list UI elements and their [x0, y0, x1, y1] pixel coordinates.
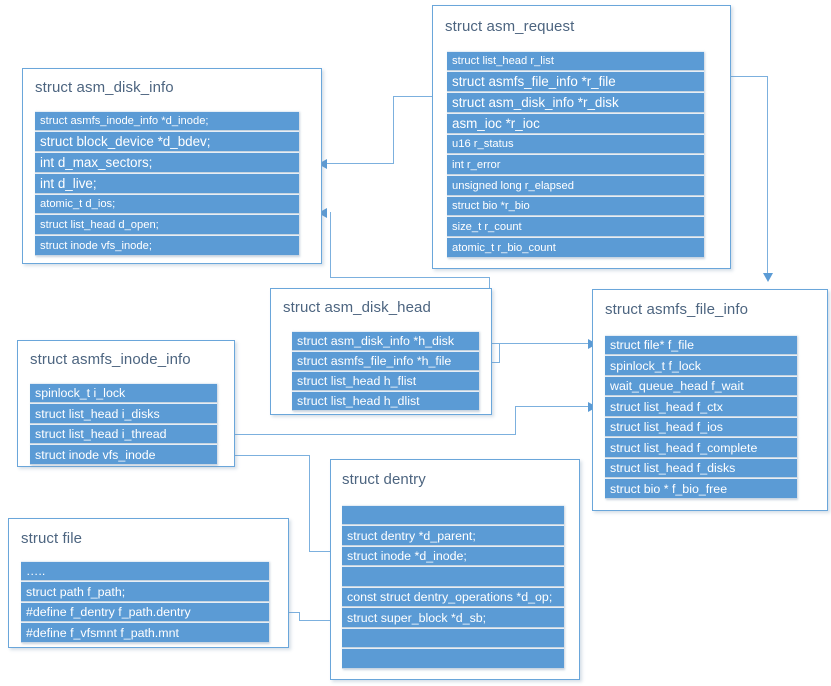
field-row[interactable]: struct asmfs_file_info *h_file: [292, 351, 479, 371]
field-row[interactable]: asm_ioc *r_ioc: [447, 113, 704, 134]
field-row[interactable]: struct asm_disk_info *h_disk: [292, 331, 479, 351]
field-list-asmfs-inode-info: spinlock_t i_lock struct list_head i_dis…: [30, 383, 217, 465]
connector-i-thread-v: [515, 406, 516, 435]
field-row[interactable]: [342, 505, 564, 525]
connector-r-disk-h1: [393, 96, 448, 97]
field-row[interactable]: struct block_device *d_bdev;: [35, 131, 299, 152]
field-row[interactable]: struct list_head r_list: [447, 51, 704, 71]
field-row[interactable]: struct list_head f_disks: [605, 458, 797, 478]
connector-r-disk-h2: [327, 163, 394, 164]
struct-box-asmfs-file-info[interactable]: struct asmfs_file_info struct file* f_fi…: [592, 289, 828, 511]
arrow-into-asm-disk-info-upper: [318, 159, 327, 169]
field-row[interactable]: struct list_head f_complete: [605, 437, 797, 458]
field-row[interactable]: spinlock_t f_lock: [605, 355, 797, 376]
field-row[interactable]: struct list_head f_ios: [605, 417, 797, 437]
field-row[interactable]: u16 r_status: [447, 134, 704, 154]
connector-vfs-inode-v: [309, 455, 310, 551]
field-row[interactable]: struct bio * f_bio_free: [605, 478, 797, 499]
struct-box-asm-disk-head[interactable]: struct asm_disk_head struct asm_disk_inf…: [270, 288, 492, 415]
struct-box-file[interactable]: struct file ….. struct path f_path; #def…: [8, 518, 289, 648]
connector-i-thread-h2: [515, 406, 588, 407]
field-row[interactable]: #define f_dentry f_path.dentry: [21, 602, 269, 622]
field-row[interactable]: wait_queue_head f_wait: [605, 376, 797, 396]
connector-h-disk-to-file-info-h: [490, 343, 588, 344]
field-row[interactable]: struct dentry *d_parent;: [342, 525, 564, 546]
field-row[interactable]: struct path f_path;: [21, 581, 269, 602]
struct-title-dentry: struct dentry: [342, 471, 426, 488]
field-row[interactable]: struct super_block *d_sb;: [342, 607, 564, 628]
connector-r-file-to-asmfs-file-info-v: [767, 76, 768, 273]
field-row[interactable]: size_t r_count: [447, 216, 704, 237]
struct-box-dentry[interactable]: struct dentry struct dentry *d_parent; s…: [330, 459, 580, 680]
field-row[interactable]: struct file* f_file: [605, 335, 797, 355]
field-list-asm-disk-info: struct asmfs_inode_info *d_inode; struct…: [35, 111, 299, 256]
field-list-asm-request: struct list_head r_list struct asmfs_fil…: [447, 51, 704, 258]
field-row[interactable]: spinlock_t i_lock: [30, 383, 217, 403]
connector-h-disk-h2: [330, 277, 490, 278]
connector-i-thread-h1: [205, 434, 516, 435]
connector-vfs-inode-h1: [205, 455, 310, 456]
field-row[interactable]: struct inode vfs_inode: [30, 444, 217, 465]
field-row[interactable]: int d_live;: [35, 173, 299, 194]
struct-title-file: struct file: [21, 530, 83, 547]
field-list-file: ….. struct path f_path; #define f_dentry…: [21, 561, 269, 643]
field-row[interactable]: atomic_t d_ios;: [35, 194, 299, 214]
connector-h-file-v: [499, 343, 500, 363]
field-row[interactable]: int d_max_sectors;: [35, 152, 299, 173]
field-list-asmfs-file-info: struct file* f_file spinlock_t f_lock wa…: [605, 335, 797, 499]
field-row[interactable]: struct asmfs_file_info *r_file: [447, 71, 704, 92]
field-row[interactable]: struct list_head h_flist: [292, 371, 479, 391]
connector-r-disk-v: [393, 96, 394, 164]
struct-title-asm-request: struct asm_request: [445, 18, 575, 35]
connector-vfs-inode-h2: [309, 551, 331, 552]
struct-box-asmfs-inode-info[interactable]: struct asmfs_inode_info spinlock_t i_loc…: [17, 340, 235, 467]
field-row[interactable]: …..: [21, 561, 269, 581]
field-row[interactable]: atomic_t r_bio_count: [447, 237, 704, 258]
field-row[interactable]: struct list_head i_disks: [30, 403, 217, 424]
field-row[interactable]: struct list_head h_dlist: [292, 391, 479, 411]
field-row[interactable]: [342, 566, 564, 587]
field-row[interactable]: const struct dentry_operations *d_op;: [342, 587, 564, 607]
connector-f-dentry-v: [299, 612, 300, 621]
field-row[interactable]: struct inode vfs_inode;: [35, 235, 299, 256]
field-row[interactable]: struct list_head d_open;: [35, 214, 299, 235]
struct-box-asm-disk-info[interactable]: struct asm_disk_info struct asmfs_inode_…: [22, 68, 322, 264]
struct-title-asm-disk-info: struct asm_disk_info: [35, 79, 174, 96]
field-row[interactable]: [342, 648, 564, 669]
field-row[interactable]: struct bio *r_bio: [447, 196, 704, 216]
field-list-dentry: struct dentry *d_parent; struct inode *d…: [342, 505, 564, 669]
struct-title-asm-disk-head: struct asm_disk_head: [283, 299, 431, 316]
connector-h-disk-v2: [330, 212, 331, 278]
struct-box-asm-request[interactable]: struct asm_request struct list_head r_li…: [432, 5, 731, 269]
arrow-into-asm-disk-info-lower: [318, 208, 327, 218]
field-row[interactable]: [342, 628, 564, 648]
struct-title-asmfs-file-info: struct asmfs_file_info: [605, 301, 749, 318]
field-row[interactable]: struct asmfs_inode_info *d_inode;: [35, 111, 299, 131]
field-row[interactable]: int r_error: [447, 154, 704, 175]
field-row[interactable]: struct list_head f_ctx: [605, 396, 797, 417]
field-row[interactable]: #define f_vfsmnt f_path.mnt: [21, 622, 269, 643]
struct-title-asmfs-inode-info: struct asmfs_inode_info: [30, 351, 191, 368]
field-row[interactable]: unsigned long r_elapsed: [447, 175, 704, 196]
field-row[interactable]: struct inode *d_inode;: [342, 546, 564, 566]
field-list-asm-disk-head: struct asm_disk_info *h_disk struct asmf…: [292, 331, 479, 411]
field-row[interactable]: struct asm_disk_info *r_disk: [447, 92, 704, 113]
connector-f-dentry-h2: [299, 620, 331, 621]
connector-r-file-to-asmfs-file-info-h: [703, 76, 768, 77]
field-row[interactable]: struct list_head i_thread: [30, 424, 217, 444]
arrow-into-asmfs-file-info-top: [763, 273, 773, 282]
